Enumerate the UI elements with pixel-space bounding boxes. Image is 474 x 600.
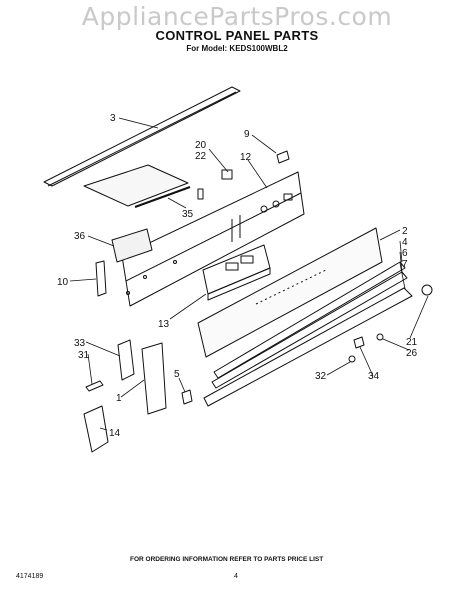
part-control-panel-frame bbox=[121, 171, 305, 307]
part-trim-rails bbox=[203, 261, 413, 407]
part-clip bbox=[276, 150, 290, 164]
part-small-plate bbox=[111, 228, 153, 263]
callout-32: 32 bbox=[315, 371, 327, 382]
callout-10: 10 bbox=[57, 277, 69, 288]
callout-9: 9 bbox=[244, 129, 250, 140]
callout-13: 13 bbox=[158, 319, 170, 330]
part-glass-panel bbox=[197, 227, 383, 358]
part-knob bbox=[421, 284, 433, 296]
callout-3: 3 bbox=[110, 113, 116, 124]
callout-34: 34 bbox=[368, 371, 380, 382]
part-control-module bbox=[202, 244, 271, 301]
callout-36: 36 bbox=[74, 231, 86, 242]
callout-1: 1 bbox=[116, 393, 122, 404]
watermark: AppliancePartsPros.com bbox=[81, 2, 393, 31]
model-subtitle: For Model: KEDS100WBL2 bbox=[186, 44, 288, 53]
callout-21: 21 bbox=[406, 337, 418, 348]
callout-4: 4 bbox=[402, 237, 408, 248]
callout-14: 14 bbox=[109, 428, 121, 439]
callout-33: 33 bbox=[74, 338, 86, 349]
callout-31: 31 bbox=[78, 350, 90, 361]
part-insulation-panel bbox=[83, 164, 191, 208]
diagram-title: CONTROL PANEL PARTS bbox=[155, 28, 319, 43]
part-spring bbox=[85, 380, 104, 392]
leader-lines bbox=[69, 117, 429, 431]
callout-labels: 3 20 22 9 12 35 36 2 4 6 7 10 13 21 26 3… bbox=[57, 113, 418, 439]
callout-26: 26 bbox=[406, 348, 418, 359]
part-end-cap bbox=[117, 339, 135, 381]
callout-12: 12 bbox=[240, 152, 252, 163]
part-top-trim bbox=[43, 86, 241, 187]
part-switch bbox=[197, 169, 233, 200]
page-number: 4 bbox=[234, 573, 238, 580]
part-bracket-1 bbox=[141, 342, 167, 415]
callout-6: 6 bbox=[402, 248, 408, 259]
part-small-clip bbox=[181, 389, 193, 405]
part-end-bracket bbox=[83, 405, 109, 453]
callout-7: 7 bbox=[402, 259, 408, 270]
callout-35: 35 bbox=[182, 209, 194, 220]
ordering-note: FOR ORDERING INFORMATION REFER TO PARTS … bbox=[130, 556, 324, 563]
callout-2: 2 bbox=[402, 226, 408, 237]
callout-20: 20 bbox=[195, 140, 207, 151]
document-number: 4174189 bbox=[16, 573, 44, 580]
callout-5: 5 bbox=[174, 369, 180, 380]
part-side-bracket bbox=[95, 260, 107, 297]
callout-22: 22 bbox=[195, 151, 207, 162]
part-fasteners bbox=[348, 333, 384, 363]
